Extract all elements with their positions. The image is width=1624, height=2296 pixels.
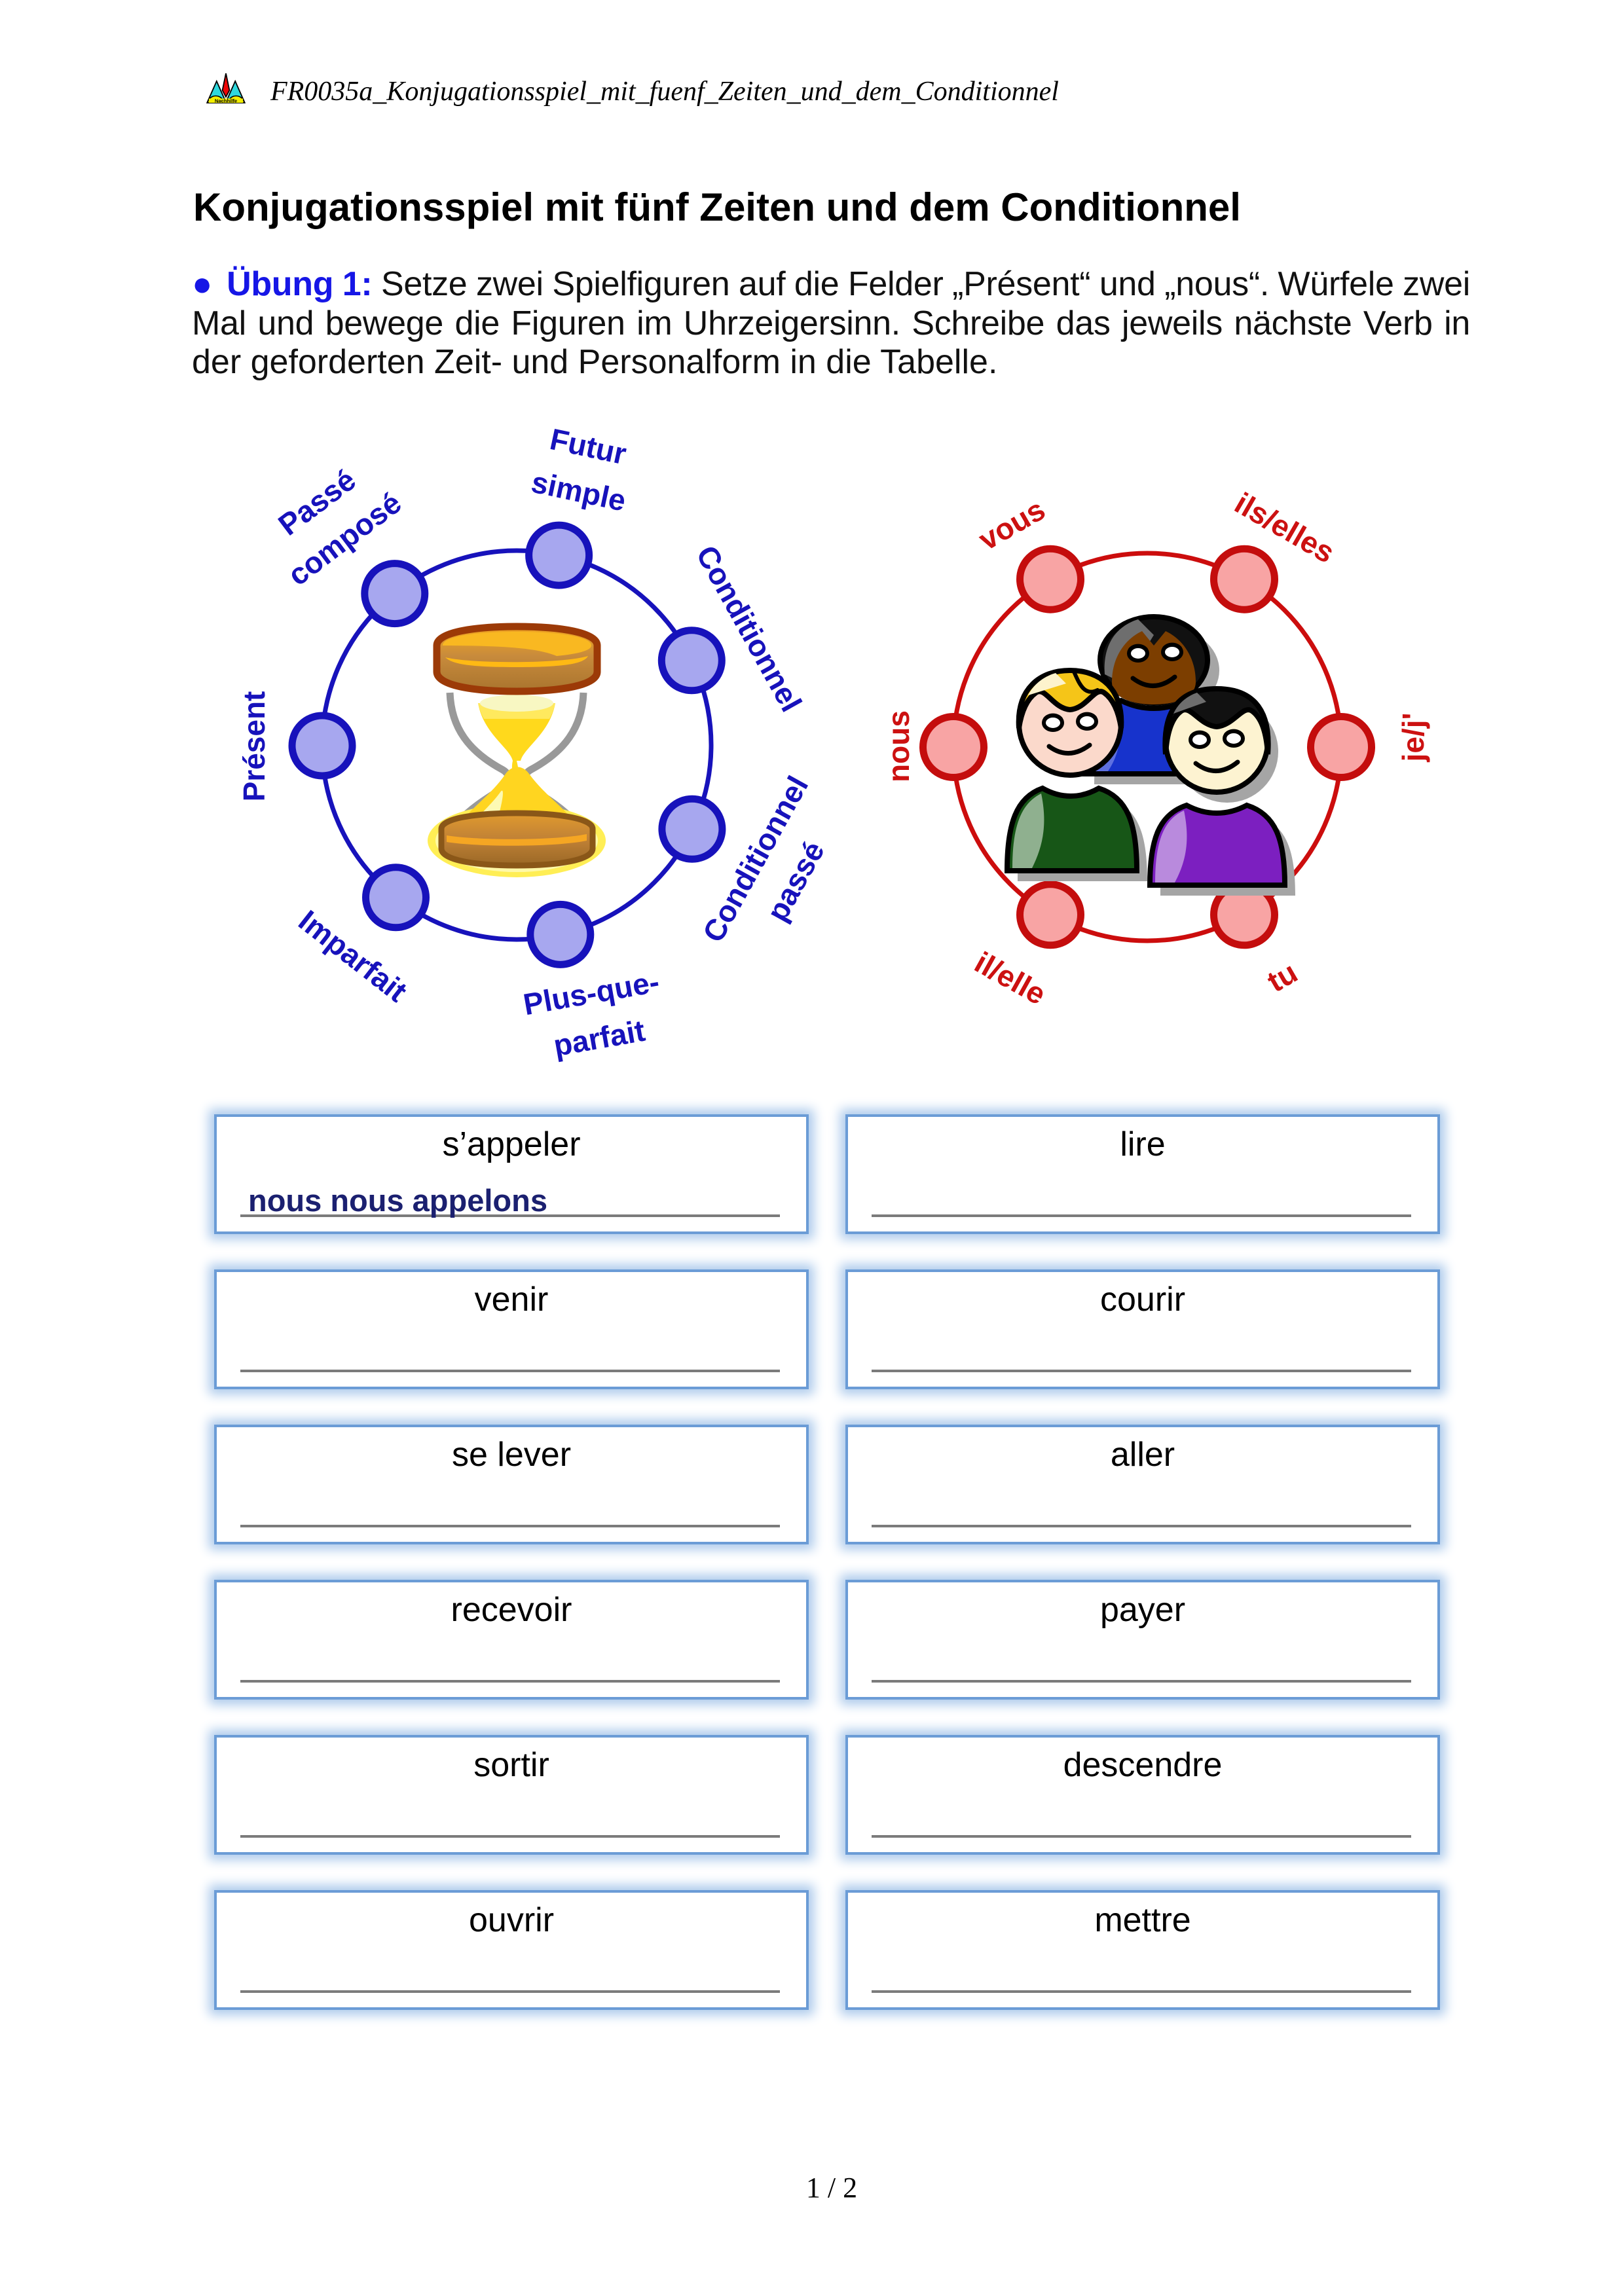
svg-text:Nachhilfe: Nachhilfe [215,98,237,103]
